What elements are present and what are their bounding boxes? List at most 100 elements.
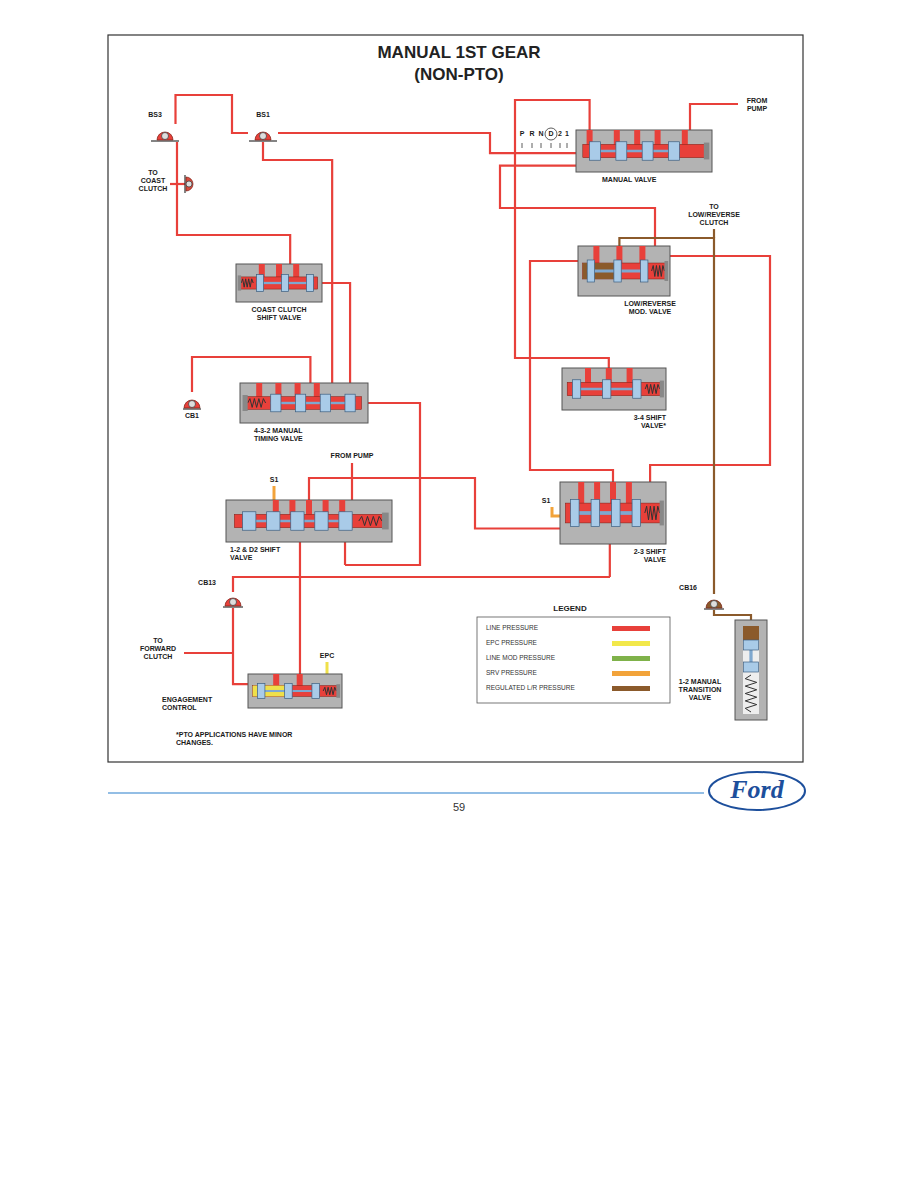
valve-body: [578, 246, 670, 296]
callout-label: TO COAST CLUTCH: [136, 169, 170, 193]
spool-land: [744, 662, 759, 672]
valve-port: [627, 368, 633, 383]
check-seat: [704, 608, 724, 609]
legend-text: SRV PRESSURE: [486, 669, 600, 677]
part-label: BS3: [142, 111, 168, 119]
valve-spring: [248, 399, 266, 408]
valve-end-plug: [704, 143, 709, 160]
part-label: CB13: [190, 579, 216, 587]
spool-land: [257, 684, 265, 699]
spool-land: [307, 275, 314, 292]
ball-symbol: [182, 392, 202, 410]
fluid-passage: [233, 608, 248, 684]
valve-node: ENGAGEMENT CONTROL: [248, 674, 342, 708]
spool-land: [291, 512, 304, 530]
part-label: COAST CLUTCH SHIFT VALVE: [243, 306, 315, 322]
part-label: 3-4 SHIFT VALVE*: [616, 414, 666, 430]
callout-label: N: [537, 130, 545, 138]
check-seat: [151, 140, 179, 141]
spool-land: [744, 640, 759, 650]
part-label: BS1: [248, 111, 278, 119]
check-ball: [711, 601, 718, 608]
valve-port: [273, 674, 279, 686]
callout-label: R: [528, 130, 536, 138]
valve-body: [562, 368, 666, 410]
check-seat: [183, 408, 201, 409]
valve-symbol: [562, 368, 666, 410]
callout-label: 1: [563, 130, 571, 138]
legend-swatch: [612, 686, 650, 691]
valve-body: [226, 500, 392, 542]
legend-text: LINE PRESSURE: [486, 624, 600, 632]
part-label: 4-3-2 MANUAL TIMING VALVE: [254, 427, 318, 443]
spool-land: [339, 512, 352, 530]
check-ball-node: CB13: [222, 592, 244, 608]
pump-feed-line: [690, 104, 738, 130]
valve-port: [585, 368, 591, 383]
valve-node: 1-2 MANUAL TRANSITION VALVE: [735, 620, 767, 720]
spool-land: [282, 275, 289, 292]
spool-land: [315, 512, 328, 530]
page-frame: [108, 35, 803, 762]
part-label: 1-2 & D2 SHIFT VALVE: [230, 546, 286, 562]
valve-drawing: [562, 368, 666, 410]
legend-swatch: [612, 671, 650, 676]
spool-land: [295, 394, 305, 412]
check-seat: [223, 606, 243, 607]
spool-land: [320, 394, 330, 412]
callout-label: *PTO APPLICATIONS HAVE MINOR CHANGES.: [176, 731, 296, 747]
spool-land: [285, 684, 293, 699]
spool-land: [345, 394, 355, 412]
valve-bore: [567, 382, 661, 395]
valve-drawing: [560, 482, 666, 544]
spool-land: [271, 394, 281, 412]
valve-bore: [240, 277, 317, 289]
valve-symbol: [578, 246, 670, 296]
valve-body: [240, 383, 368, 423]
valve-bore-part: [743, 626, 759, 640]
part-label: CB1: [178, 412, 206, 420]
check-ball: [260, 133, 267, 140]
valve-port: [276, 264, 282, 278]
spool-land: [243, 512, 256, 530]
spool-land: [612, 499, 620, 526]
legend-box: [477, 617, 670, 703]
valve-end-plug: [238, 275, 241, 290]
spool-land: [641, 260, 648, 282]
valve-spring: [359, 516, 382, 525]
valve-port: [306, 500, 312, 515]
valve-body: [236, 264, 322, 302]
valve-spring: [323, 687, 336, 694]
check-ball-cup: [184, 400, 200, 408]
valve-symbol: [560, 482, 666, 544]
callout-label: FROM PUMP: [740, 97, 774, 113]
valve-bore: [234, 514, 383, 527]
selected-range-ring: [545, 128, 557, 140]
valve-port: [297, 674, 303, 686]
page-number: 59: [439, 801, 479, 814]
spool-land: [590, 142, 601, 160]
legend-text: LINE MOD PRESSURE: [486, 654, 600, 662]
forward-clutch-line: [184, 652, 233, 654]
valve-end-plug: [382, 513, 389, 530]
check-ball: [189, 401, 196, 408]
vert-symbol: [735, 620, 767, 720]
spool-land: [632, 499, 640, 526]
ball-symbol: [248, 124, 278, 142]
ball-symbol: [222, 592, 244, 608]
valve-drawing: [240, 383, 368, 423]
spool-land: [267, 512, 280, 530]
check-ball-cup: [225, 598, 241, 606]
part-label: 1-2 MANUAL TRANSITION VALVE: [671, 678, 729, 702]
spool-land: [257, 275, 264, 292]
valve-node: COAST CLUTCH SHIFT VALVE: [236, 264, 322, 302]
check-ball: [162, 133, 169, 140]
valve-spring: [241, 279, 253, 287]
spool-land: [603, 380, 611, 398]
spool-land: [572, 380, 580, 398]
valve-end-plug: [660, 501, 664, 526]
fluid-passage: [263, 142, 332, 383]
valve-body: [560, 482, 666, 544]
legend-text: EPC PRESSURE: [486, 639, 600, 647]
